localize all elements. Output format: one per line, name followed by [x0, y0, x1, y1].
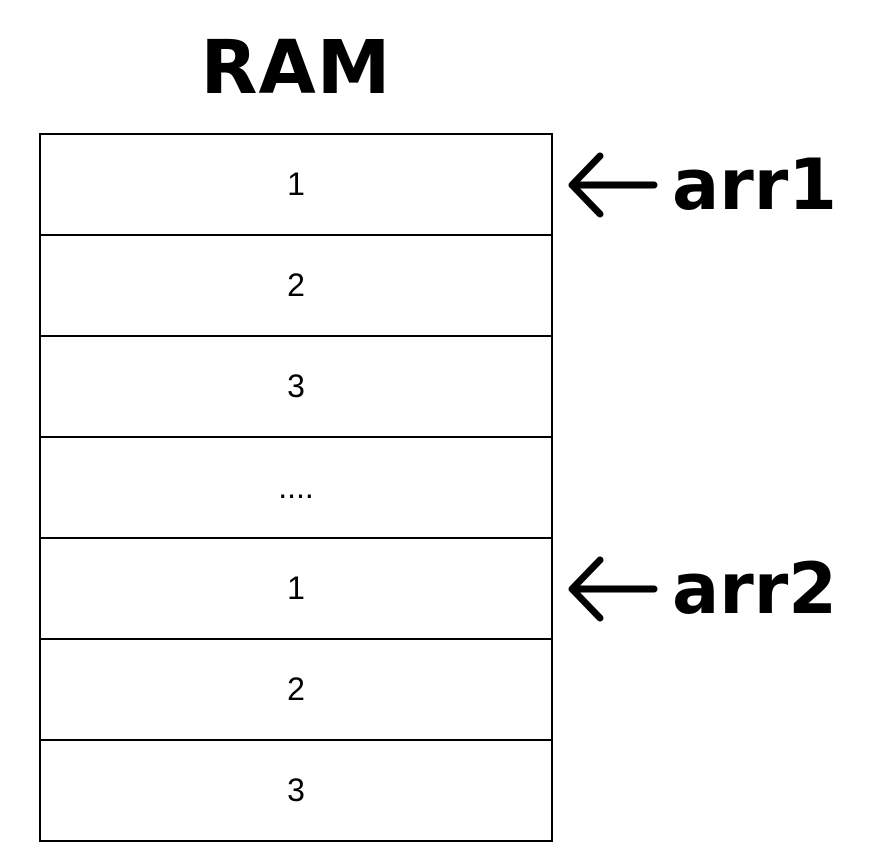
- memory-cell: 3: [41, 337, 551, 438]
- memory-cell: 2: [41, 640, 551, 741]
- memory-cell: 1: [41, 539, 551, 640]
- memory-cell: 3: [41, 741, 551, 842]
- memory-cell: 1: [41, 135, 551, 236]
- pointer-arr2: arr2: [566, 539, 837, 639]
- memory-cell: ....: [41, 438, 551, 539]
- pointer-label: arr2: [672, 548, 837, 630]
- pointer-label: arr1: [672, 144, 837, 226]
- memory-cell: 2: [41, 236, 551, 337]
- left-arrow-icon: [568, 556, 658, 622]
- diagram-title: RAM: [200, 25, 392, 111]
- pointer-arr1: arr1: [566, 135, 837, 235]
- ram-memory-block: 1 2 3 .... 1 2 3: [39, 133, 553, 842]
- left-arrow-icon: [568, 152, 658, 218]
